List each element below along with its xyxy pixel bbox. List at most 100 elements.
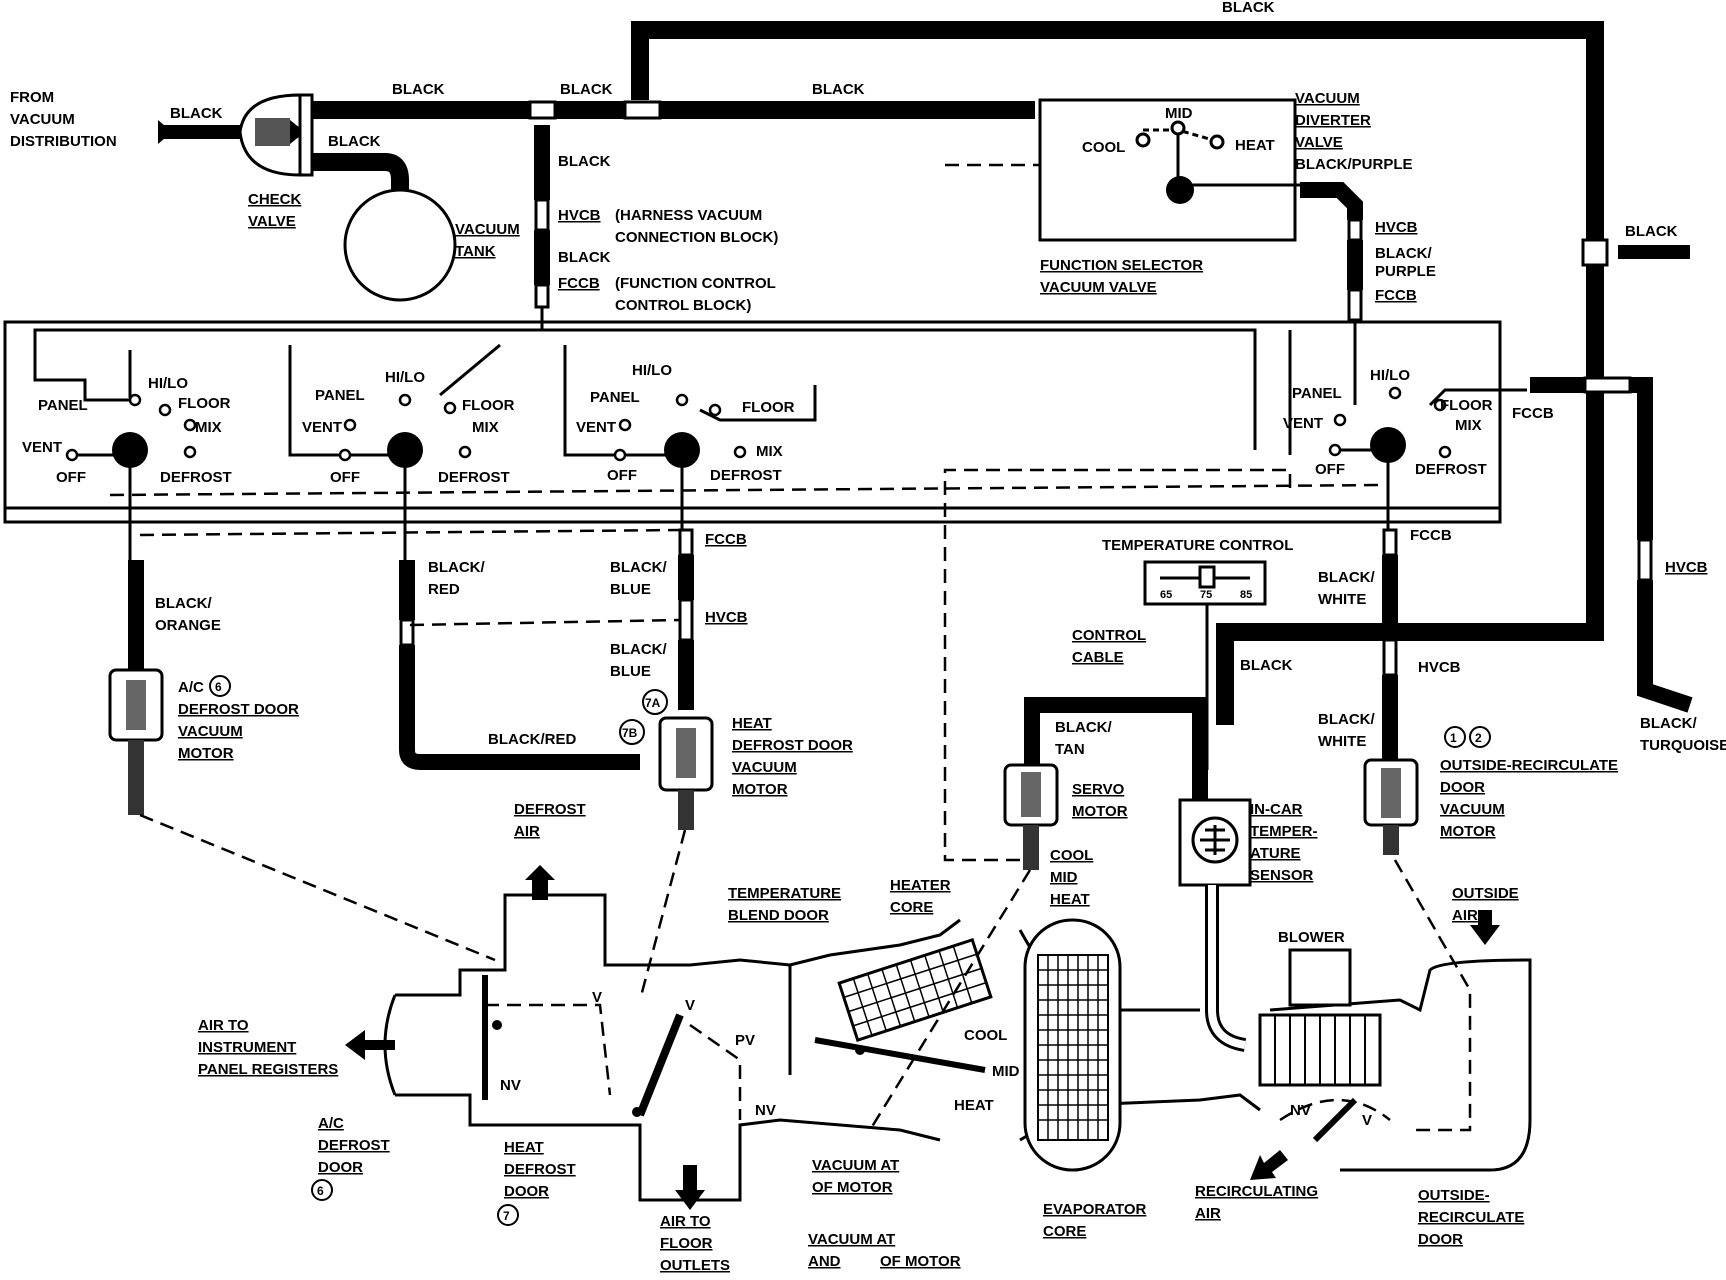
- heat-door-3: DOOR: [504, 1183, 549, 1200]
- black-white-1a: BLACK/: [1318, 569, 1375, 586]
- black-red-line: BLACK/RED: [488, 731, 576, 748]
- black-orange-1: BLACK/: [155, 595, 212, 612]
- fccb-desc-2: CONTROL BLOCK): [615, 297, 751, 314]
- black-blue-2b: BLUE: [610, 663, 651, 680]
- ac-door-2: DEFROST: [318, 1137, 390, 1154]
- hvcb-label-2: HVCB: [1375, 219, 1418, 236]
- sel4-hilo: HI/LO: [1370, 367, 1410, 384]
- black-turquoise-1: BLACK/: [1640, 715, 1697, 732]
- defrost-air-2: AIR: [514, 823, 540, 840]
- vacuum-hoses: [128, 21, 1693, 800]
- sel2-off: OFF: [330, 469, 360, 486]
- recirc-air-1: RECIRCULATING: [1195, 1183, 1318, 1200]
- ac-motor-4: MOTOR: [178, 745, 234, 762]
- fccb-label-5: FCCB: [1410, 527, 1452, 544]
- blend-cool: COOL: [964, 1027, 1007, 1044]
- fccb-label-1: FCCB: [558, 275, 600, 292]
- vac7a7b-3: OF MOTOR: [880, 1253, 961, 1270]
- or-door-2: RECIRCULATE: [1418, 1209, 1524, 1226]
- sel1-off: OFF: [56, 469, 86, 486]
- temp-tick-85: 85: [1240, 589, 1252, 601]
- evaporator-core: [1023, 918, 1122, 1172]
- black-purple2-2: PURPLE: [1375, 263, 1436, 280]
- fccb-desc-1: (FUNCTION CONTROL: [615, 275, 776, 292]
- heater-core-1: HEATER: [890, 877, 951, 894]
- num-7b: 7B: [622, 726, 638, 740]
- function-selector-label2: VACUUM VALVE: [1040, 279, 1157, 296]
- black-blue-1a: BLACK/: [610, 559, 667, 576]
- orm-4: MOTOR: [1440, 823, 1496, 840]
- label-nv-1: NV: [500, 1077, 521, 1094]
- label-black-7: BLACK: [558, 153, 611, 170]
- ac-defrost-vacuum-motor: [108, 668, 164, 815]
- servo-1: SERVO: [1072, 781, 1125, 798]
- air-floor-3: OUTLETS: [660, 1257, 730, 1274]
- orm-3: VACUUM: [1440, 801, 1505, 818]
- sel4-defrost: DEFROST: [1415, 461, 1487, 478]
- vac7a7b-2: AND: [808, 1253, 841, 1270]
- vac7a-1: VACUUM AT: [812, 1157, 899, 1174]
- num-2: 2: [1475, 731, 1482, 745]
- label-v-3: V: [1362, 1112, 1372, 1129]
- hvcb-label-5: HVCB: [1665, 559, 1708, 576]
- air-floor-2: FLOOR: [660, 1235, 713, 1252]
- blend-door-2: BLEND DOOR: [728, 907, 829, 924]
- blend-door-1: TEMPERATURE: [728, 885, 841, 902]
- temp-tick-75: 75: [1200, 589, 1212, 601]
- orange-blue-dashed: [139, 528, 681, 537]
- flow-arrows: [345, 865, 1500, 1210]
- cable-dashed: [943, 468, 1292, 862]
- sel3-off: OFF: [607, 467, 637, 484]
- label-pv: PV: [735, 1032, 755, 1049]
- black-white-2a: BLACK/: [1318, 711, 1375, 728]
- air-panel-1: AIR TO: [198, 1017, 249, 1034]
- diverter-heat: HEAT: [1235, 137, 1275, 154]
- sel4-vent: VENT: [1283, 415, 1323, 432]
- evap-2: CORE: [1043, 1223, 1086, 1240]
- blower: [1258, 948, 1382, 1087]
- vac7a7b-1: VACUUM AT: [808, 1231, 895, 1248]
- hvcb-desc-1: (HARNESS VACUUM: [615, 207, 762, 224]
- ac-motor-1: A/C: [178, 679, 204, 696]
- label-black-6: BLACK: [328, 133, 381, 150]
- sel3-vent: VENT: [576, 419, 616, 436]
- sel3-panel: PANEL: [590, 389, 640, 406]
- label-black-1: BLACK: [170, 105, 223, 122]
- hvcb-label-1: HVCB: [558, 207, 601, 224]
- orm-2: DOOR: [1440, 779, 1485, 796]
- servo-motor: [1003, 763, 1059, 870]
- servo-cool: COOL: [1050, 847, 1093, 864]
- label-black-3: BLACK: [560, 81, 613, 98]
- heat-motor-1: HEAT: [732, 715, 772, 732]
- diverter-mid: MID: [1165, 105, 1193, 122]
- diverter-label1: VACUUM: [1295, 90, 1360, 107]
- heat-motor-2: DEFROST DOOR: [732, 737, 853, 754]
- diverter-label2: DIVERTER: [1295, 112, 1371, 129]
- sel3-floor: FLOOR: [742, 399, 795, 416]
- label-nv-2: NV: [755, 1102, 776, 1119]
- outside-air-1: OUTSIDE: [1452, 885, 1519, 902]
- heat-motor-3: VACUUM: [732, 759, 797, 776]
- fccb-label-3: FCCB: [1512, 405, 1554, 422]
- panel-lines: [33, 307, 1527, 457]
- sel2-defrost: DEFROST: [438, 469, 510, 486]
- ac-door-1: A/C: [318, 1115, 344, 1132]
- heat-door-2: DEFROST: [504, 1161, 576, 1178]
- sel3-mix: MIX: [756, 443, 783, 460]
- sel3-defrost: DEFROST: [710, 467, 782, 484]
- selector-knobs: [75, 427, 1406, 560]
- selector-contacts: [65, 386, 1452, 462]
- ac-door-num: 6: [317, 1184, 324, 1198]
- sel2-floor: FLOOR: [462, 397, 515, 414]
- black-red-2: RED: [428, 581, 460, 598]
- temperature-control[interactable]: [1143, 560, 1267, 770]
- labels: FROM VACUUM DISTRIBUTION BLACK BLACK BLA…: [10, 0, 1726, 1274]
- from-vacuum-line1: FROM: [10, 89, 54, 106]
- outside-air-2: AIR: [1452, 907, 1478, 924]
- check-valve-label2: VALVE: [248, 213, 296, 230]
- black-turquoise-2: TURQUOISE: [1640, 737, 1726, 754]
- fccb-label-4: FCCB: [705, 531, 747, 548]
- ac-door-3: DOOR: [318, 1159, 363, 1176]
- vacuum-tank-label2: TANK: [455, 243, 496, 260]
- sel4-off: OFF: [1315, 461, 1345, 478]
